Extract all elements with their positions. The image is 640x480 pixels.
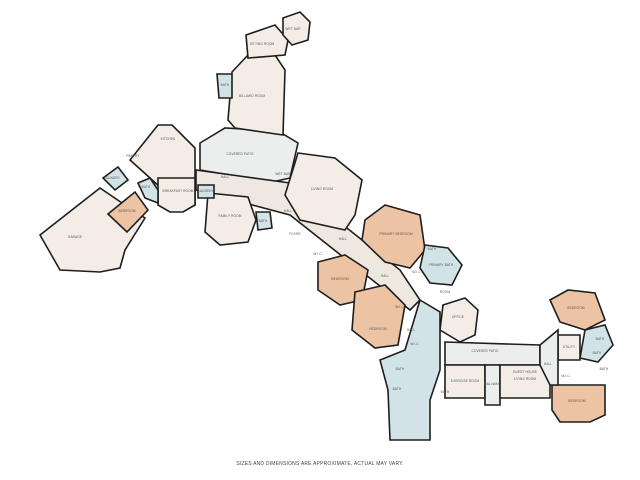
room-label: OFFICE xyxy=(452,315,464,319)
room-bath-north xyxy=(216,73,233,99)
room-label: HALL xyxy=(381,274,390,278)
room-bath-center xyxy=(255,211,273,231)
room-label: PANTRY xyxy=(126,154,140,158)
room-primary-bedroom xyxy=(361,204,426,269)
room-label: HALL xyxy=(221,175,230,179)
room-label: BATH xyxy=(428,247,437,251)
room-label: GARAGE xyxy=(68,235,82,239)
room-office xyxy=(439,297,479,343)
room-living xyxy=(284,152,363,231)
room-label: WET BAR xyxy=(285,27,301,31)
room-label: LAUNDRY xyxy=(198,189,215,193)
room-label: PRIMARY BATH xyxy=(429,263,454,267)
room-bedroom-east-south xyxy=(551,384,606,423)
room-label: FOYER xyxy=(289,232,301,236)
room-labels: WET BAR SITTING ROOM BILLIARD ROOM BATH KITC… xyxy=(68,27,609,403)
room-label: BREAKFAST ROOM xyxy=(163,189,194,193)
room-label: BATH xyxy=(393,387,402,391)
room-label: BEDROOM xyxy=(567,306,584,310)
room-bedroom-west xyxy=(106,190,150,234)
room-hallway xyxy=(484,364,501,406)
room-label: LIVING ROOM xyxy=(514,377,537,381)
room-label: FAMILY ROOM xyxy=(219,214,242,218)
room-blue-wing xyxy=(379,298,441,441)
room-label: PRIMARY BEDROOM xyxy=(379,232,413,236)
room-label: W.I.C. xyxy=(412,270,421,274)
room-label: SITTING ROOM xyxy=(250,42,275,46)
room-label: BATH xyxy=(596,337,605,341)
room-bath-west xyxy=(136,177,159,205)
room-label: COVERED PATIO xyxy=(226,152,253,156)
room-label: BATH xyxy=(259,219,268,223)
room-label: HALL xyxy=(339,237,348,241)
room-label: BEDROOM xyxy=(369,327,386,331)
room-label: BEDROOM xyxy=(118,209,135,213)
room-shapes xyxy=(38,11,614,441)
room-hall-east xyxy=(539,328,559,386)
room-label: LAUNDRY xyxy=(104,176,121,180)
room-label: BATH xyxy=(593,351,602,355)
room-label: BEDROOM xyxy=(568,399,585,403)
disclaimer-footer: SIZES AND DIMENSIONS ARE APPROXIMATE, AC… xyxy=(236,461,403,467)
room-label: KITCHEN xyxy=(161,137,176,141)
room-label: UTILITY xyxy=(563,345,576,349)
room-label: W.I.C. xyxy=(561,374,570,378)
room-label: LIVING ROOM xyxy=(311,187,334,191)
room-breakfast xyxy=(157,177,196,213)
room-bedroom-east-north xyxy=(548,289,606,331)
room-label: BATH xyxy=(221,83,230,87)
room-laundry-center xyxy=(197,184,215,199)
room-label: WET BAR xyxy=(275,172,291,176)
room-label: W.I.C. xyxy=(410,342,419,346)
room-primary-bath xyxy=(419,244,463,286)
room-guest-living xyxy=(499,364,551,399)
room-label: ROOM xyxy=(440,290,451,294)
room-label: HALL xyxy=(407,328,416,332)
room-laundry-west xyxy=(101,165,130,192)
room-sitting xyxy=(245,24,289,59)
room-label: HALLWAY xyxy=(484,382,500,386)
room-label: BILLIARD ROOM xyxy=(239,94,266,98)
room-label: BATH xyxy=(441,390,450,394)
room-bedroom-center2 xyxy=(351,284,406,349)
room-label: GUEST HOUSE xyxy=(513,370,537,374)
room-label: BEDROOM xyxy=(331,277,348,281)
room-label: BATH xyxy=(142,185,151,189)
room-label: COVERED PATIO xyxy=(471,349,498,353)
room-bath-east xyxy=(579,324,614,363)
room-label: W.I.C. xyxy=(313,252,322,256)
room-label: W.I.C. xyxy=(395,305,404,309)
room-wet-bar-north xyxy=(282,11,311,46)
room-label: EXERCISE ROOM xyxy=(451,379,479,383)
room-family xyxy=(204,192,257,246)
room-label: HALL xyxy=(284,209,293,213)
room-label: BATH xyxy=(600,367,609,371)
room-label: HALL xyxy=(544,362,553,366)
room-covered-patio-east xyxy=(444,341,541,366)
room-label: BATH xyxy=(396,367,405,371)
